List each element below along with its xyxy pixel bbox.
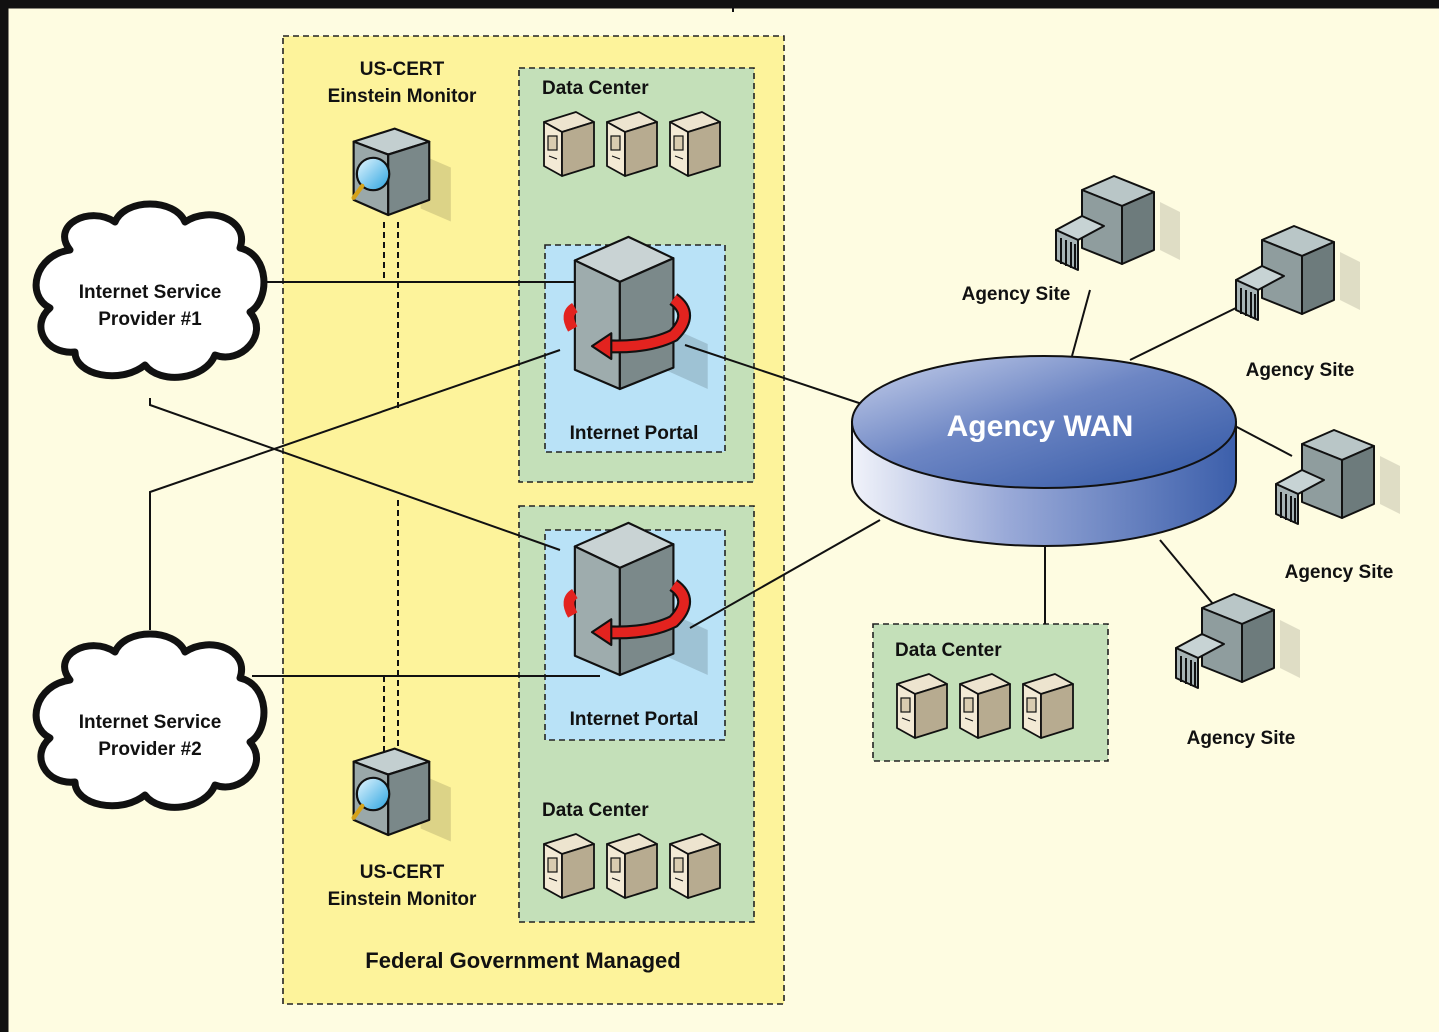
server-icon [896,673,948,739]
wan-to-site2-link [1129,305,1241,361]
portal-bottom-to-wan-link [689,519,881,629]
agency-wan: Agency WAN [851,355,1237,547]
datacenter-bottom-label: Data Center [542,800,649,821]
agency-site-2-label: Agency Site [1246,360,1355,381]
connections [149,222,1293,760]
isp2-to-portal-top-link [149,349,561,630]
federal-zone-label: Federal Government Managed [365,948,680,973]
monitor-top-label-line2: Einstein Monitor [328,86,477,107]
server-icon [543,111,595,177]
server-icon [606,111,658,177]
isp1-label-line1: Internet Service [79,282,222,303]
isp2-label-line2: Provider #2 [98,739,202,760]
isp1-cloud: Internet Service Provider #1 [32,200,268,381]
wan-to-site1-link [1071,289,1091,357]
monitor-bottom-label-line1: US-CERT [360,862,445,883]
server-icon [669,111,721,177]
wan-to-site4-link [1159,539,1219,611]
server-icon [959,673,1011,739]
wan-to-site3-link [1234,425,1293,457]
portal-bottom-label: Internet Portal [570,709,699,730]
portal-top-label: Internet Portal [570,423,699,444]
agency-site-4-label: Agency Site [1187,728,1296,749]
server-icon [606,833,658,899]
portal-top-to-wan-link [684,344,881,411]
server-icon [669,833,721,899]
isp1-label-line2: Provider #1 [98,309,202,330]
monitor-bottom-label-line2: Einstein Monitor [328,889,477,910]
datacenter-right-label: Data Center [895,640,1002,661]
agency-wan-label: Agency WAN [947,410,1134,443]
server-icon [1022,673,1074,739]
monitor-top-label-line1: US-CERT [360,59,445,80]
server-icon [543,833,595,899]
agency-site-3-label: Agency Site [1285,562,1394,583]
agency-site-1-label: Agency Site [962,284,1071,305]
isp2-label-line1: Internet Service [79,712,222,733]
datacenter-top-label: Data Center [542,78,649,99]
isp1-to-portal-bottom-link [149,398,561,551]
isp2-cloud: Internet Service Provider #2 [32,630,268,811]
